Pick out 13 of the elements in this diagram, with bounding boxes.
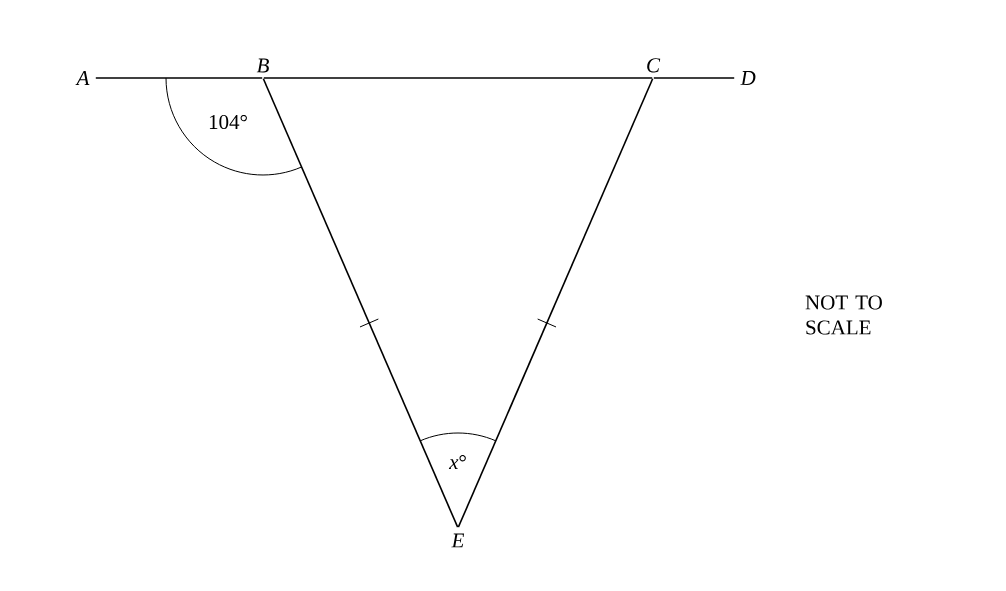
line-segment [653, 77, 735, 79]
line-segment [95, 77, 263, 79]
note: NOT TO SCALE [805, 295, 882, 335]
angle-label: x° [448, 455, 466, 469]
angle-label: 104° [209, 114, 247, 130]
point-label: B [256, 58, 269, 73]
line-segment [262, 78, 459, 528]
point-label: E [451, 533, 465, 548]
point-label: C [647, 58, 661, 73]
point-label: D [740, 71, 756, 85]
line-segment [457, 78, 654, 528]
line-segment [263, 77, 653, 79]
point-label: A [75, 71, 90, 85]
